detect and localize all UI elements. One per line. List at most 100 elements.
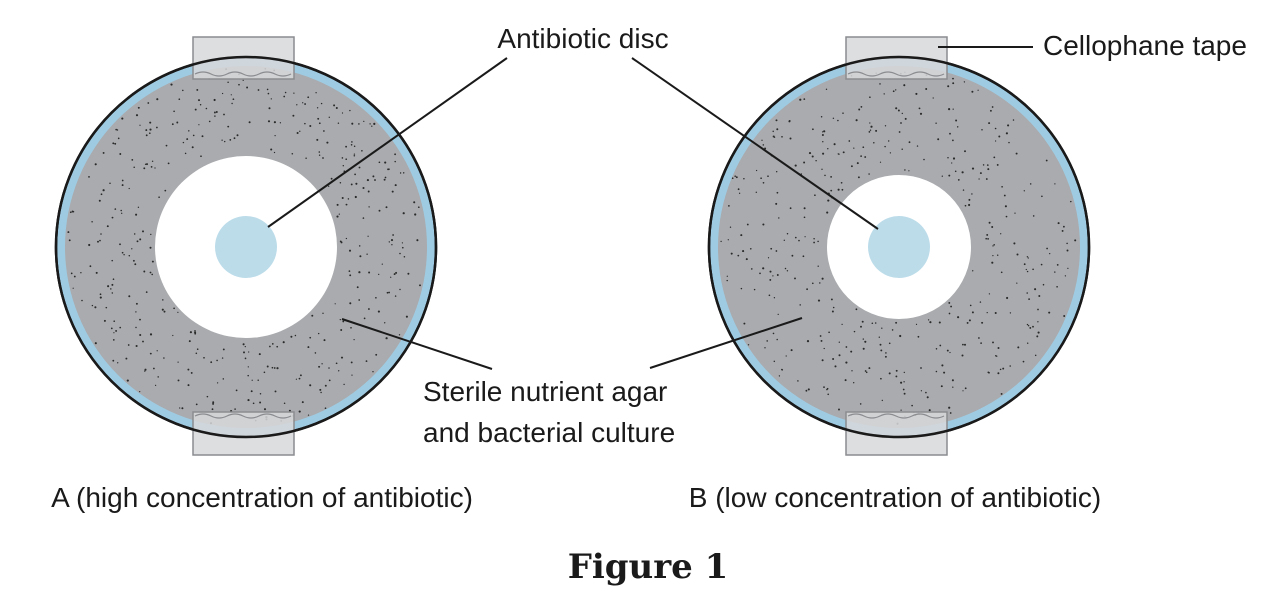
bacteria-speck	[968, 203, 971, 207]
bacteria-speck	[895, 107, 898, 110]
bacteria-speck	[747, 344, 750, 346]
bacteria-speck	[135, 326, 137, 329]
bacteria-speck	[775, 119, 778, 122]
bacteria-speck	[318, 365, 321, 368]
bacteria-speck	[366, 179, 369, 182]
bacteria-speck	[139, 124, 141, 126]
bacteria-speck	[191, 146, 194, 149]
bacteria-speck	[99, 296, 102, 299]
bacteria-speck	[840, 181, 843, 184]
bacteria-speck	[317, 117, 320, 120]
bacteria-speck	[351, 122, 354, 125]
bacteria-speck	[760, 177, 762, 180]
bacteria-speck	[889, 152, 892, 154]
bacteria-speck	[388, 241, 390, 243]
bacteria-speck	[173, 110, 175, 113]
bacteria-speck	[948, 406, 951, 409]
label-cellophane-tape: Cellophane tape	[1043, 30, 1247, 61]
bacteria-speck	[194, 332, 197, 335]
bacteria-speck	[365, 360, 368, 362]
bacteria-speck	[100, 233, 102, 235]
bacteria-speck	[377, 310, 380, 313]
bacteria-speck	[815, 159, 817, 162]
bacteria-speck	[828, 331, 830, 334]
bacteria-speck	[883, 93, 885, 95]
bacteria-speck	[1066, 249, 1069, 252]
bacteria-speck	[1009, 365, 1011, 367]
bacteria-speck	[205, 107, 208, 110]
bacteria-speck	[735, 176, 738, 179]
bacteria-speck	[158, 196, 160, 199]
bacteria-speck	[324, 407, 327, 410]
bacteria-speck	[821, 277, 824, 280]
bacteria-speck	[850, 165, 853, 168]
bacteria-speck	[1014, 212, 1016, 214]
bacteria-speck	[994, 140, 997, 142]
bacteria-speck	[368, 271, 371, 274]
bacteria-speck	[384, 176, 387, 179]
bacteria-speck	[729, 226, 732, 228]
bacteria-speck	[827, 199, 830, 202]
bacteria-speck	[964, 204, 967, 207]
bacteria-speck	[299, 130, 301, 132]
bacteria-speck	[837, 188, 840, 191]
bacteria-speck	[772, 332, 775, 335]
bacteria-speck	[726, 279, 728, 282]
bacteria-speck	[845, 346, 848, 348]
bacteria-speck	[419, 284, 421, 287]
bacteria-speck	[294, 334, 297, 337]
bacteria-speck	[227, 81, 229, 83]
bacteria-speck	[720, 240, 722, 243]
bacteria-speck	[137, 206, 140, 208]
bacteria-speck	[350, 143, 353, 146]
bacteria-speck	[978, 178, 980, 180]
bacteria-speck	[865, 371, 868, 374]
bacteria-speck	[911, 404, 913, 407]
bacteria-speck	[860, 155, 862, 157]
bacteria-speck	[402, 172, 405, 174]
bacteria-speck	[964, 387, 967, 390]
bacteria-speck	[977, 89, 979, 91]
bacteria-speck	[899, 334, 902, 338]
bacteria-speck	[201, 135, 204, 138]
bacteria-speck	[767, 175, 769, 178]
bacteria-speck	[165, 144, 168, 147]
bacteria-speck	[196, 348, 199, 350]
bacteria-speck	[1054, 183, 1056, 185]
bacteria-speck	[309, 336, 312, 339]
bacteria-speck	[213, 98, 216, 102]
bacteria-speck	[131, 248, 133, 250]
bacteria-speck	[115, 128, 118, 131]
bacteria-speck	[775, 202, 778, 205]
bacteria-speck	[211, 408, 214, 411]
bacteria-speck	[991, 261, 994, 264]
bacteria-speck	[900, 122, 902, 124]
bacteria-speck	[781, 368, 783, 371]
bacteria-speck	[773, 360, 776, 363]
bacteria-speck	[316, 107, 319, 109]
bacteria-speck	[853, 330, 856, 333]
bacteria-speck	[864, 340, 867, 343]
bacteria-speck	[179, 407, 181, 409]
bacteria-speck	[773, 297, 776, 299]
bacteria-speck	[367, 308, 370, 310]
bacteria-speck	[938, 321, 941, 324]
bacteria-speck	[851, 370, 853, 372]
petri-dish-a	[54, 36, 438, 456]
bacteria-speck	[106, 225, 109, 228]
bacteria-speck	[273, 121, 276, 124]
bacteria-speck	[164, 189, 167, 192]
bacteria-speck	[149, 352, 152, 355]
bacteria-speck	[807, 388, 810, 391]
bacteria-speck	[247, 399, 250, 402]
bacteria-speck	[149, 333, 153, 336]
bacteria-speck	[992, 255, 994, 257]
label-agar-line2: and bacterial culture	[423, 417, 675, 448]
bacteria-speck	[259, 392, 262, 395]
bacteria-speck	[99, 293, 102, 296]
bacteria-speck	[962, 390, 964, 392]
bacteria-speck	[322, 312, 324, 315]
bacteria-speck	[390, 239, 394, 242]
bacteria-speck	[841, 323, 843, 326]
bacteria-speck	[322, 157, 324, 159]
